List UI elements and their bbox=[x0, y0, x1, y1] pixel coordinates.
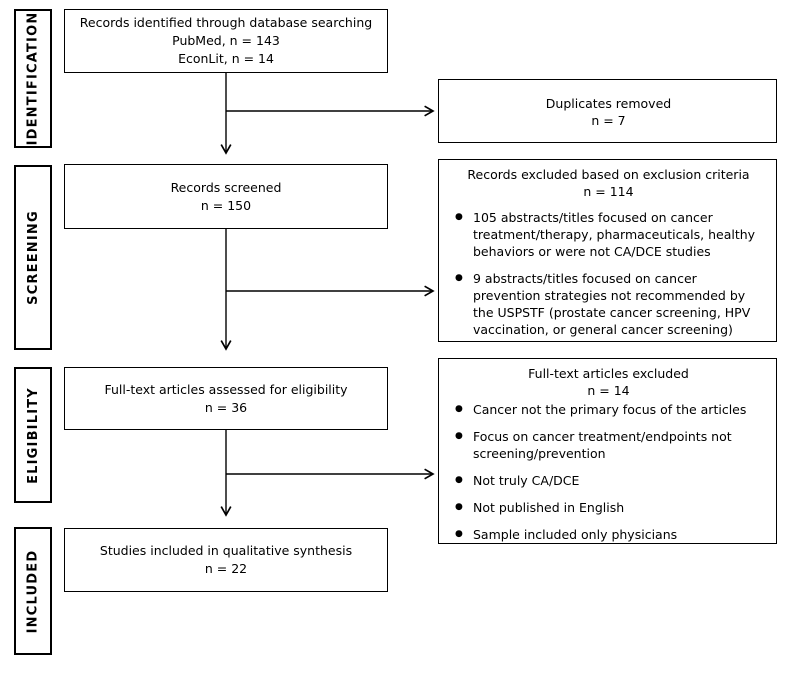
box-fulltext-assessed: Full-text articles assessed for eligibil… bbox=[64, 367, 388, 430]
fulltext-assessed-count: n = 36 bbox=[204, 399, 248, 415]
records-identified-pubmed-count: PubMed, n = 143 bbox=[172, 33, 280, 48]
stage-included-label: INCLUDED bbox=[25, 549, 41, 633]
list-item: ● Focus on cancer treatment/endpoints no… bbox=[449, 428, 768, 462]
stage-identification: IDENTIFICATION bbox=[14, 9, 52, 148]
records-excluded-title: Records excluded based on exclusion crit… bbox=[467, 167, 750, 182]
list-item: ● Not truly CA/DCE bbox=[449, 472, 768, 489]
list-item: ● 105 abstracts/titles focused on cancer… bbox=[449, 209, 768, 260]
stage-screening-label: SCREENING bbox=[25, 210, 41, 305]
exclusion-reason: Sample included only physicians bbox=[473, 527, 678, 542]
list-item: ● 9 abstracts/titles focused on cancer p… bbox=[449, 270, 768, 338]
stage-included: INCLUDED bbox=[14, 527, 52, 655]
box-duplicates-removed: Duplicates removed n = 7 bbox=[438, 79, 777, 143]
duplicates-removed-title: Duplicates removed bbox=[545, 96, 672, 111]
list-item: ● Sample included only physicians bbox=[449, 526, 768, 543]
stage-screening: SCREENING bbox=[14, 165, 52, 350]
exclusion-reason: Not truly CA/DCE bbox=[473, 473, 580, 488]
records-identified-econlit-count: EconLit, n = 14 bbox=[178, 51, 274, 66]
exclusion-reason: Cancer not the primary focus of the arti… bbox=[473, 402, 747, 417]
records-screened-title: Records screened bbox=[170, 179, 282, 195]
records-excluded-reasons: ● 105 abstracts/titles focused on cancer… bbox=[449, 209, 768, 338]
studies-included-title: Studies included in qualitative synthesi… bbox=[99, 543, 353, 558]
stage-identification-label: IDENTIFICATION bbox=[25, 11, 41, 146]
box-records-excluded: Records excluded based on exclusion crit… bbox=[438, 159, 777, 342]
stage-eligibility-label: ELIGIBILITY bbox=[25, 386, 41, 484]
exclusion-reason: Focus on cancer treatment/endpoints not … bbox=[473, 429, 732, 461]
box-fulltext-excluded: Full-text articles excluded n = 14 ● Can… bbox=[438, 358, 777, 544]
fulltext-excluded-title: Full-text articles excluded bbox=[528, 366, 689, 381]
box-studies-included: Studies included in qualitative synthesi… bbox=[64, 528, 388, 592]
bullet-icon: ● bbox=[455, 502, 463, 512]
records-identified-title: Records identified through database sear… bbox=[79, 15, 373, 30]
exclusion-reason: 9 abstracts/titles focused on cancer pre… bbox=[473, 271, 751, 337]
exclusion-reason: 105 abstracts/titles focused on cancer t… bbox=[473, 210, 756, 259]
list-item: ● Cancer not the primary focus of the ar… bbox=[449, 401, 768, 418]
stage-eligibility: ELIGIBILITY bbox=[14, 367, 52, 503]
bullet-icon: ● bbox=[455, 212, 463, 222]
bullet-icon: ● bbox=[455, 273, 463, 283]
fulltext-excluded-count: n = 14 bbox=[587, 383, 630, 398]
bullet-icon: ● bbox=[455, 431, 463, 441]
studies-included-count: n = 22 bbox=[204, 561, 248, 576]
bullet-icon: ● bbox=[455, 475, 463, 485]
fulltext-assessed-title: Full-text articles assessed for eligibil… bbox=[104, 381, 348, 397]
box-records-screened: Records screened n = 150 bbox=[64, 164, 388, 229]
bullet-icon: ● bbox=[455, 404, 463, 414]
fulltext-excluded-reasons: ● Cancer not the primary focus of the ar… bbox=[449, 401, 768, 543]
records-screened-count: n = 150 bbox=[200, 197, 252, 213]
exclusion-reason: Not published in English bbox=[473, 500, 625, 515]
duplicates-removed-count: n = 7 bbox=[591, 113, 626, 128]
bullet-icon: ● bbox=[455, 529, 463, 539]
box-records-identified: Records identified through database sear… bbox=[64, 9, 388, 73]
records-excluded-count: n = 114 bbox=[583, 184, 634, 199]
list-item: ● Not published in English bbox=[449, 499, 768, 516]
